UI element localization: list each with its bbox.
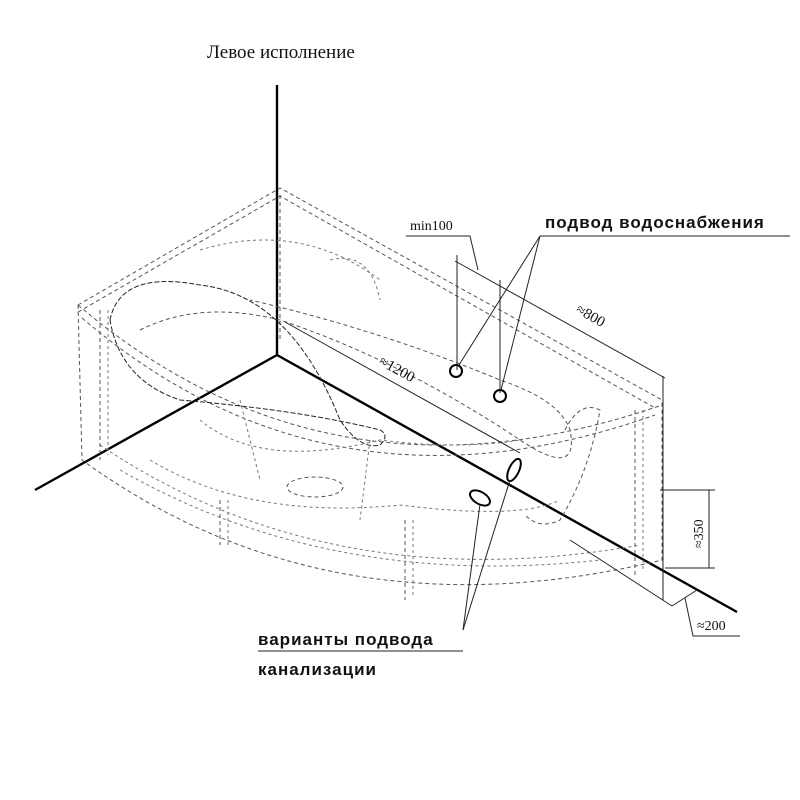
drain-option-2 — [469, 489, 491, 507]
drain-offset-label: ≈200 — [697, 619, 726, 634]
width-dimension: ≈800 min100 — [406, 219, 666, 600]
length-dimension-label: ≈1200 — [376, 354, 417, 387]
width-dimension-label: ≈800 — [573, 302, 608, 331]
left-wall-line — [34, 353, 278, 492]
water-supply-label: подвод водоснабжения — [545, 213, 765, 232]
water-supply-callout: подвод водоснабжения — [449, 213, 790, 403]
height-dimension-label: ≈350 — [692, 519, 707, 548]
drain-option-1 — [506, 457, 522, 483]
bathtub-outline — [77, 187, 663, 600]
min-offset-label: min100 — [410, 219, 453, 234]
right-wall-line — [276, 353, 738, 614]
drain-label-line1: варианты подвода — [258, 630, 434, 649]
drain-label-line2: канализации — [258, 660, 377, 679]
water-inlet-point-2 — [493, 389, 507, 403]
length-dimension: ≈1200 — [284, 321, 521, 454]
walls — [34, 85, 738, 614]
water-inlet-point-1 — [449, 364, 463, 378]
drain-callout: варианты подвода канализации — [258, 457, 522, 679]
drain-offset-dimension: ≈200 — [569, 539, 740, 637]
height-dimension: ≈350 — [660, 489, 715, 569]
diagram-title: Левое исполнение — [207, 42, 355, 63]
